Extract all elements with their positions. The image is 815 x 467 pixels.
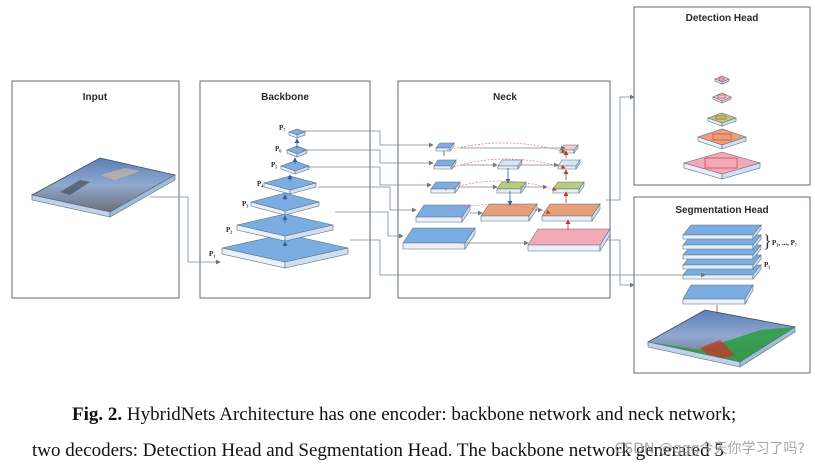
detection-box-mark-2: [717, 94, 726, 99]
red-connections: [429, 142, 566, 216]
backbone-blocks: [221, 128, 349, 269]
watermark: CSDN @ggg今天你学习了吗?: [614, 441, 805, 457]
detection-block-4: [697, 128, 747, 150]
backbone-block-p7: [288, 128, 306, 139]
detection-block-2: [712, 92, 732, 104]
segmentation-head-blocks: [682, 224, 762, 323]
backbone-label-p6: P₆: [275, 145, 281, 153]
caption-line-2: two decoders: Detection Head and Segment…: [32, 440, 724, 461]
detection-block-3: [707, 112, 737, 127]
detection-box-mark-5: [704, 157, 738, 169]
seg-feature-layer-5: [682, 224, 762, 240]
segmentation-output-image: [646, 309, 797, 368]
seg-brace-label: P₃, ..., P₇: [772, 239, 797, 247]
backbone-title: Backbone: [261, 92, 309, 103]
neck-left-p6: [433, 159, 457, 170]
neck-left-p5: [430, 181, 461, 194]
neck-right-p7: [559, 144, 579, 154]
neck-right-p6: [557, 159, 581, 170]
seg-p2-label: P₂: [764, 261, 770, 269]
seg-brace: }: [763, 231, 772, 251]
detection-box-mark-4: [712, 133, 732, 141]
backbone-label-p3: P₃: [242, 200, 248, 208]
detection-block-1: [714, 75, 730, 85]
segmentation-head-title: Segmentation Head: [675, 205, 768, 216]
backbone-block-p6: [286, 145, 308, 158]
neck-right-p3: [527, 227, 611, 253]
seg-merged-layer: [682, 283, 754, 306]
detection-head-title: Detection Head: [686, 13, 759, 24]
neck-left-p7: [435, 142, 455, 152]
backbone-label-p2: P₂: [226, 226, 232, 234]
detection-box-mark-1: [718, 77, 725, 81]
connections: [150, 94, 706, 288]
caption-line-1: Fig. 2. HybridNets Architecture has one …: [72, 404, 815, 426]
caption-text-1: HybridNets Architecture has one encoder:…: [122, 404, 737, 425]
backbone-label-p1: P₁: [209, 250, 215, 258]
neck-mid-p6: [497, 159, 523, 170]
backbone-label-p5: P₅: [271, 161, 277, 169]
neck-right-p5: [552, 181, 585, 194]
neck-mid-p5: [496, 181, 527, 194]
backbone-label-p7: P₇: [279, 124, 285, 132]
detection-block-5: [682, 151, 762, 180]
neck-left-p4: [415, 204, 471, 223]
backbone-level-labels: P₁ P₂ P₃ P₄ P₅ P₆ P₇: [209, 124, 285, 258]
input-image: [30, 157, 177, 218]
backbone-block-p4: [262, 175, 318, 195]
neck-blocks: [402, 142, 611, 253]
neck-title: Neck: [493, 92, 517, 103]
backbone-block-p2: [236, 213, 334, 242]
input-title: Input: [83, 92, 108, 103]
backbone-label-p4: P₄: [257, 180, 264, 188]
backbone-block-p1: [221, 233, 349, 269]
detection-box-mark-3: [715, 115, 727, 120]
detection-head-blocks: [682, 75, 762, 180]
figure-label: Fig. 2.: [72, 404, 123, 425]
neck-left-p3: [402, 227, 476, 250]
neck-mid-p4: [480, 203, 538, 222]
neck-right-p4: [541, 203, 601, 222]
backbone-block-p5: [280, 160, 310, 175]
backbone-block-p3: [249, 192, 321, 216]
